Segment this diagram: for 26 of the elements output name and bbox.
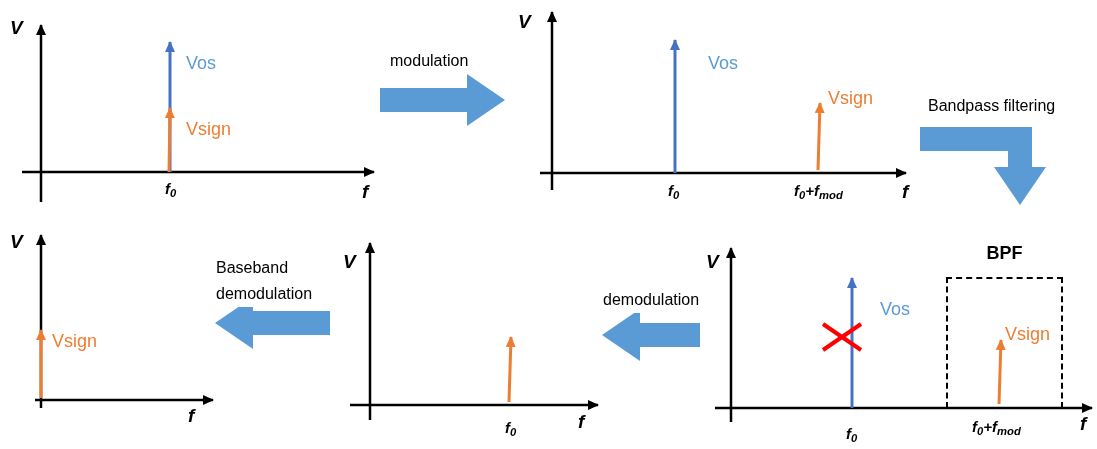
tick-label: f$_{0}$ bbox=[165, 180, 177, 199]
tick-label: f$_{0}$ bbox=[846, 425, 858, 444]
axis-label: f bbox=[902, 180, 909, 204]
signal-label: Vsign bbox=[828, 87, 874, 110]
filter-label: BPF bbox=[986, 242, 1023, 265]
signal-label: Vos bbox=[880, 298, 911, 321]
signal-label: Vsign bbox=[1005, 323, 1051, 346]
axis-label: V bbox=[10, 230, 23, 254]
axis-label: f bbox=[578, 410, 585, 434]
axis-label: V bbox=[518, 10, 531, 34]
axis-label: V bbox=[10, 16, 23, 40]
signal-label: Vos bbox=[186, 52, 217, 75]
axis-label: f bbox=[1080, 412, 1087, 436]
axis-label: V bbox=[706, 250, 719, 274]
tick-label: f$_{0}$ bbox=[505, 419, 517, 438]
axis-label: V bbox=[343, 250, 356, 274]
tick-label: f$_{0}$+f$_{mod}$ bbox=[972, 418, 1021, 437]
axis-label: f bbox=[362, 180, 369, 204]
signal-label: Vsign bbox=[186, 118, 232, 141]
block-arrow bbox=[920, 127, 1046, 205]
signal-label: Vos bbox=[708, 52, 739, 75]
tick-label: f$_{0}$ bbox=[668, 182, 680, 201]
tick-label: f$_{0}$+f$_{mod}$ bbox=[794, 182, 843, 201]
block-arrow bbox=[380, 74, 505, 126]
signal-label: Vsign bbox=[52, 330, 98, 353]
axis-label: f bbox=[188, 404, 195, 428]
